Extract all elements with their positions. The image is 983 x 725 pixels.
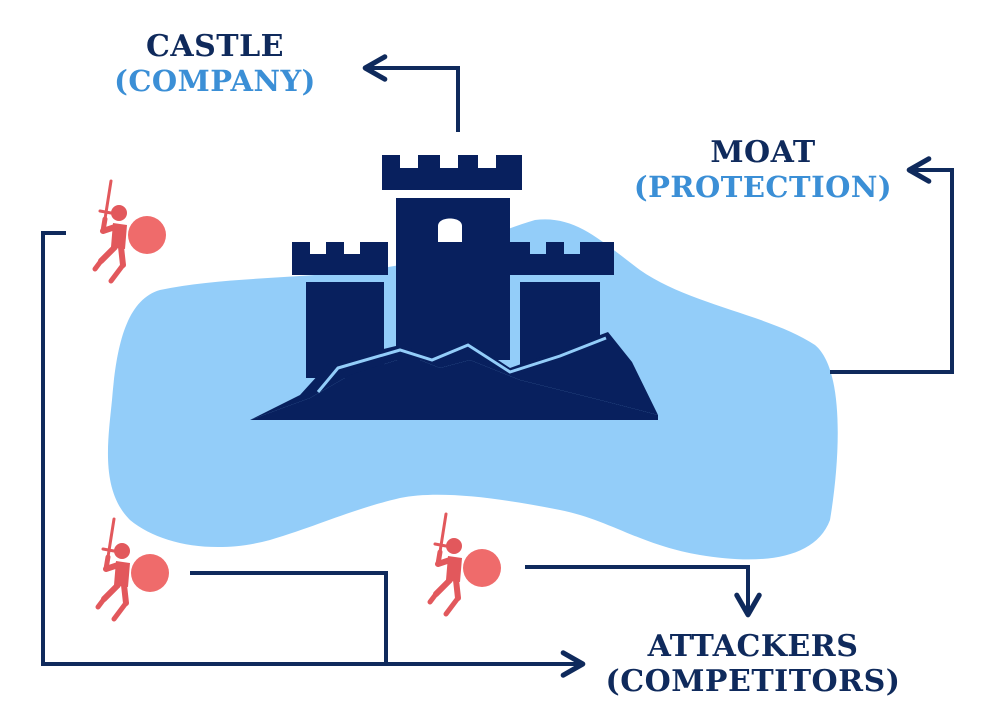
bottom-middle-attacker-connector: [525, 565, 762, 618]
attacker-icon: [427, 512, 501, 617]
attackers-subtitle: (COMPETITORS): [605, 663, 901, 699]
castle-ridge-line: [316, 336, 607, 393]
moat-arrow: [830, 156, 954, 374]
moat-subtitle: (PROTECTION): [633, 169, 893, 204]
castle-title: CASTLE: [145, 29, 285, 64]
attacker-icon: [92, 179, 166, 284]
bottom-left-attacker-connector: [190, 571, 388, 664]
left-attacker-connector: [41, 231, 586, 678]
attackers-title: ATTACKERS: [647, 629, 859, 664]
castle-label: CASTLE (COMPANY): [100, 29, 330, 98]
attacker-icon: [95, 517, 169, 622]
moat-title: MOAT: [710, 135, 816, 170]
attackers-label: ATTACKERS (COMPETITORS): [598, 629, 908, 699]
castle-icon: [250, 155, 658, 420]
castle-window: [438, 218, 462, 242]
castle-arrow: [362, 54, 460, 132]
castle-subtitle: (COMPANY): [114, 63, 316, 98]
moat-label: MOAT (PROTECTION): [628, 135, 898, 204]
